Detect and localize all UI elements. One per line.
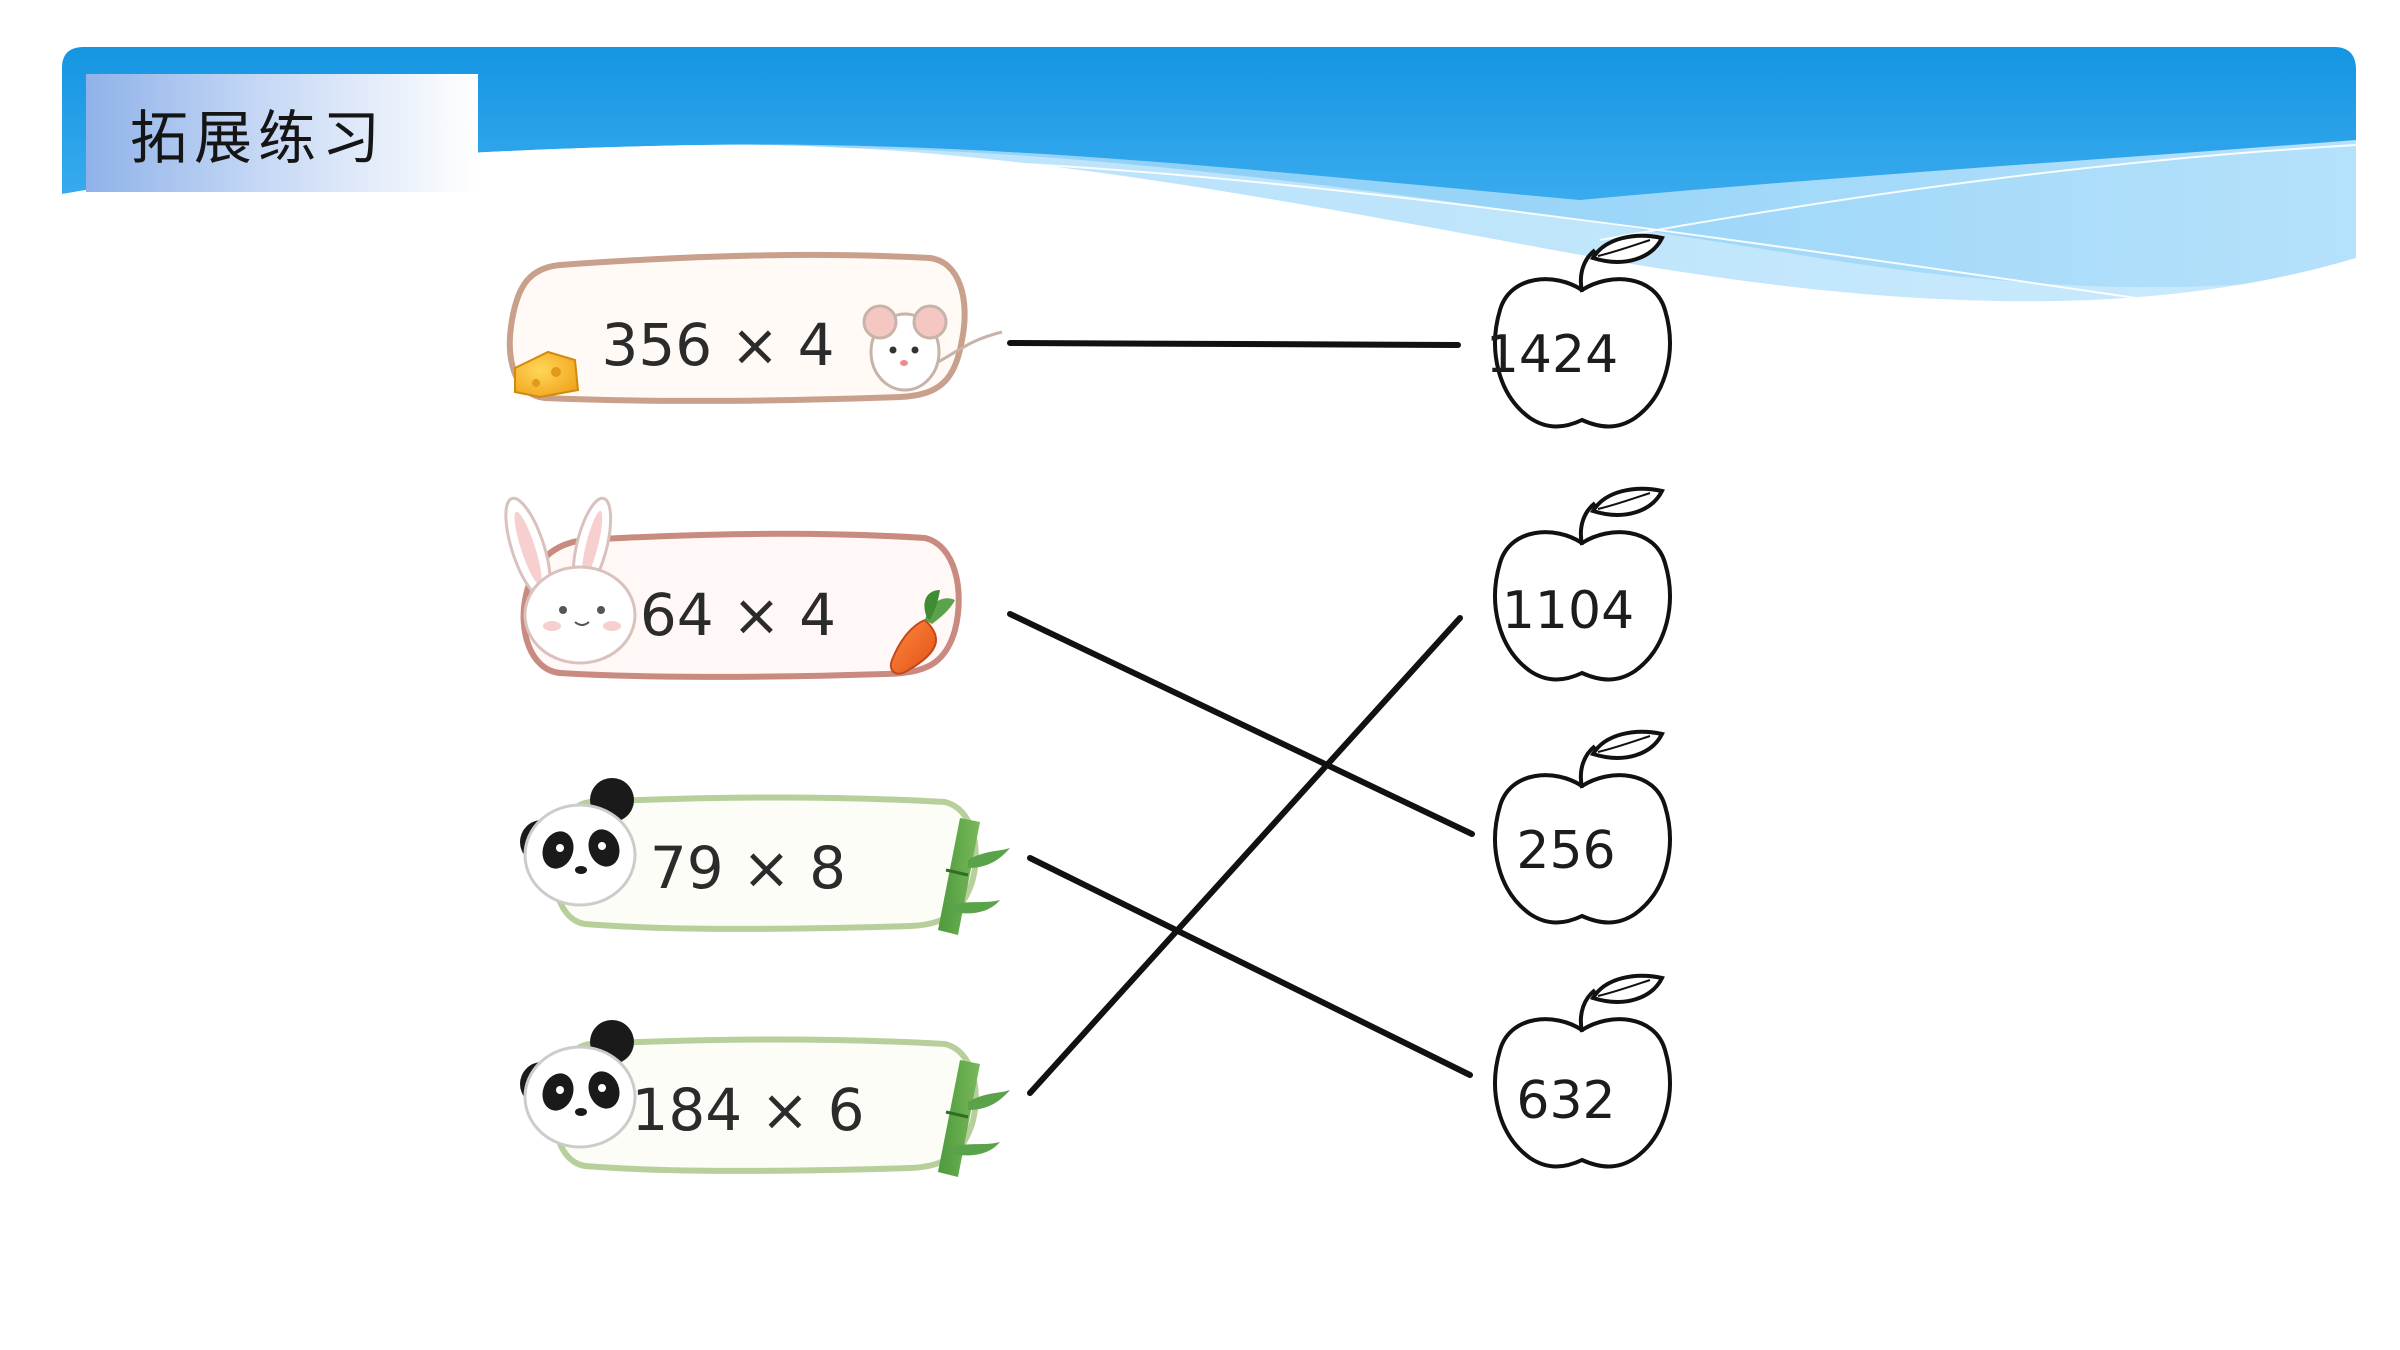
mouse-icon xyxy=(862,304,1003,392)
answer-label: 256 xyxy=(1516,821,1615,881)
answer-label: 1424 xyxy=(1486,325,1618,385)
bamboo-icon xyxy=(938,818,1010,935)
match-line-3 xyxy=(1027,855,1473,1078)
answer-apple-2: 1104 xyxy=(1493,486,1672,682)
match-line-4 xyxy=(1027,615,1463,1096)
expression-card-1: 356 × 4 xyxy=(506,251,1003,404)
page-title: 拓展练习 xyxy=(130,104,387,172)
apple-icon xyxy=(1493,233,1672,429)
panda-icon xyxy=(520,1020,637,1149)
answer-label: 1104 xyxy=(1502,581,1634,641)
apple-icon xyxy=(1493,486,1672,682)
expression-label: 356 × 4 xyxy=(601,311,834,379)
cheese-icon xyxy=(514,350,580,399)
expression-label: 184 × 6 xyxy=(631,1076,864,1144)
answer-apple-4: 632 xyxy=(1493,973,1672,1169)
rabbit-icon xyxy=(504,496,637,665)
title-box: 拓展练习 xyxy=(86,74,478,192)
match-lines xyxy=(1007,340,1475,1096)
answer-apple-1: 1424 xyxy=(1486,233,1672,429)
apple-icon xyxy=(1493,973,1672,1169)
expression-card-4: 184 × 6 xyxy=(520,1020,1010,1177)
expression-card-2: 64 × 4 xyxy=(504,496,962,680)
expression-card-3: 79 × 8 xyxy=(520,778,1010,935)
answer-apple-3: 256 xyxy=(1493,729,1672,925)
carrot-icon xyxy=(889,590,955,675)
expression-label: 79 × 8 xyxy=(650,834,846,902)
banner-outline xyxy=(506,251,968,404)
answer-label: 632 xyxy=(1516,1071,1615,1131)
bamboo-icon xyxy=(938,1060,1010,1177)
match-line-1 xyxy=(1007,340,1461,348)
match-line-2 xyxy=(1007,611,1475,837)
expression-label: 64 × 4 xyxy=(640,581,836,649)
apple-icon xyxy=(1493,729,1672,925)
panda-icon xyxy=(520,778,637,907)
